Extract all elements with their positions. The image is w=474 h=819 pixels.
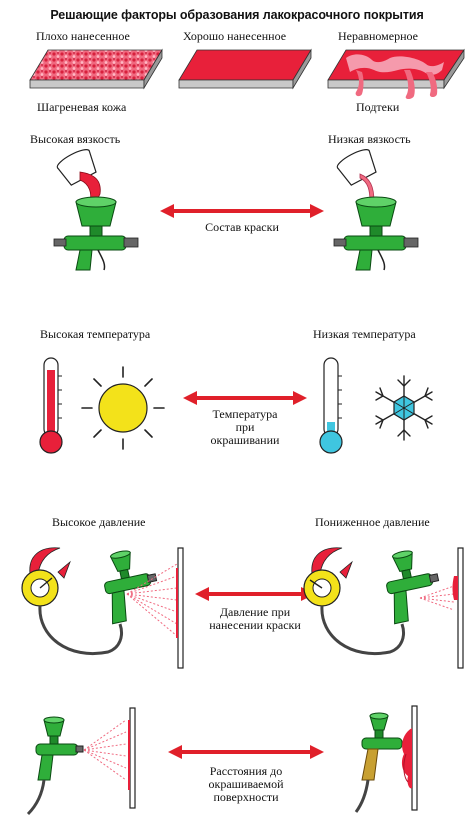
- spray-gun-icon: [354, 712, 403, 813]
- low-pressure-spray-illustration: [303, 547, 440, 655]
- good-paint-panel: [178, 48, 312, 90]
- pressure-factor-label: Давление при нанесении краски: [190, 606, 320, 632]
- snowflake-icon: [375, 375, 433, 441]
- distance-factor-label: Расстояния до окрашиваемой поверхности: [175, 765, 317, 804]
- temperature-factor-label: Температура при окрашивании: [183, 408, 307, 447]
- spray-cone: [419, 585, 455, 611]
- viscosity-factor-label: Состав краски: [205, 220, 279, 234]
- spray-gun-icon: [53, 149, 139, 271]
- high-viscosity-label: Высокая вязкость: [30, 132, 121, 146]
- distance-factor-line: окрашиваемой: [208, 777, 284, 791]
- double-arrow-temperature: [183, 391, 307, 405]
- low-temperature-label: Низкая температура: [313, 327, 416, 341]
- high-pressure-spray-illustration: [21, 547, 158, 655]
- painted-wall: [128, 707, 136, 809]
- spray-gun-icon: [26, 716, 84, 816]
- uneven-application-label: Неравномерное: [338, 29, 418, 43]
- spray-gun-icon: [333, 149, 419, 271]
- painted-wall: [452, 547, 464, 669]
- temperature-factor-line: при: [235, 420, 255, 434]
- painted-wall: [176, 547, 184, 669]
- thermometer-icon: [39, 357, 63, 454]
- high-temperature-label: Высокая температура: [40, 327, 151, 341]
- temperature-factor-line: Температура: [212, 407, 278, 421]
- pressure-gauge-icon: [303, 569, 341, 607]
- orange-peel-panel: [29, 48, 163, 90]
- double-arrow-distance: [168, 745, 324, 759]
- high-pressure-label: Высокое давление: [52, 515, 146, 529]
- paint-runs-panel: [327, 48, 465, 99]
- pressure-gauge-icon: [21, 569, 59, 607]
- double-arrow-viscosity: [160, 204, 324, 218]
- low-pressure-label: Пониженное давление: [315, 515, 430, 529]
- diagram-title: Решающие факторы образования лакокрасочн…: [50, 8, 424, 22]
- runs-label: Подтеки: [356, 100, 400, 114]
- poor-application-label: Плохо нанесенное: [36, 29, 130, 43]
- orange-peel-label: Шагреневая кожа: [37, 100, 127, 114]
- good-application-label: Хорошо нанесенное: [183, 29, 287, 43]
- painted-wall: [401, 705, 418, 811]
- spray-cone: [126, 563, 178, 637]
- distance-factor-line: поверхности: [213, 790, 279, 804]
- distance-factor-line: Расстояния до: [209, 764, 283, 778]
- sun-icon: [81, 366, 165, 450]
- thermometer-icon: [319, 357, 343, 454]
- spray-cone: [83, 719, 127, 781]
- temperature-factor-line: окрашивании: [210, 433, 280, 447]
- pressure-factor-line: нанесении краски: [209, 618, 301, 632]
- pressure-factor-line: Давление при: [219, 605, 291, 619]
- low-viscosity-label: Низкая вязкость: [328, 132, 411, 146]
